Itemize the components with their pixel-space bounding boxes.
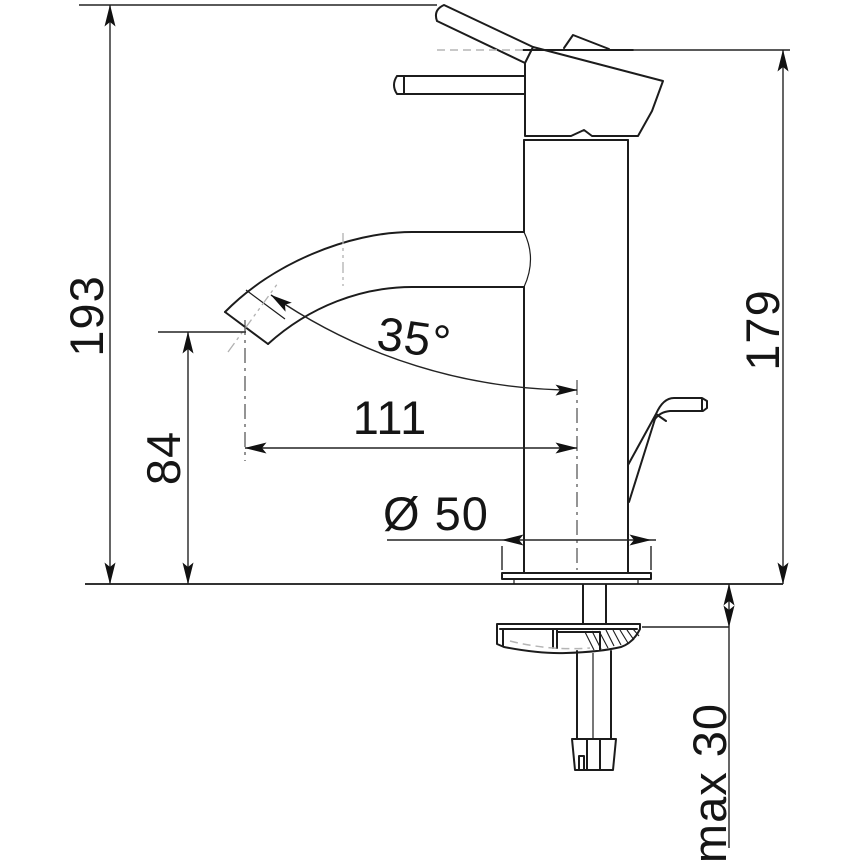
spout-end-face — [224, 311, 269, 345]
lever-raised — [434, 4, 534, 64]
dimension-fixture-height: 179 — [633, 49, 790, 585]
dimension-overall-height: 193 — [60, 4, 437, 585]
threaded-stem — [582, 584, 607, 625]
dim-label-d50: Ø 50 — [383, 487, 489, 540]
dimension-spout-reach: 111 — [244, 320, 578, 570]
dimension-base-diameter: Ø 50 — [383, 487, 656, 570]
threaded-rod — [576, 650, 612, 739]
mounting-nut — [571, 738, 617, 771]
dim-label-193: 193 — [60, 275, 113, 356]
dimension-outlet-angle: 35° — [270, 294, 578, 396]
dimension-outlet-height: 84 — [137, 331, 246, 585]
dim-label-111: 111 — [353, 391, 427, 444]
spout-outer-wall — [224, 231, 525, 313]
under-counter-assembly — [496, 584, 641, 771]
lever-rear-tip — [563, 34, 610, 50]
lever-horizontal — [393, 75, 525, 95]
drain-lever — [627, 397, 708, 503]
spout-body-fillet — [523, 231, 532, 288]
clamp-plate — [496, 623, 641, 655]
base-flange — [501, 572, 652, 580]
dim-label-35deg: 35° — [374, 306, 455, 369]
clamp-inner-edge — [509, 640, 591, 650]
clamp-hatching — [584, 628, 640, 651]
cartridge-head — [523, 46, 664, 141]
dimension-max-counter-thickness: max 30 — [642, 583, 736, 860]
angle-arc-35 — [270, 294, 578, 396]
body-column — [523, 139, 629, 574]
aerator-ring-line — [245, 289, 286, 320]
dim-label-179: 179 — [736, 289, 789, 370]
dim-label-84: 84 — [137, 431, 190, 485]
dim-label-max30: max 30 — [683, 703, 736, 860]
